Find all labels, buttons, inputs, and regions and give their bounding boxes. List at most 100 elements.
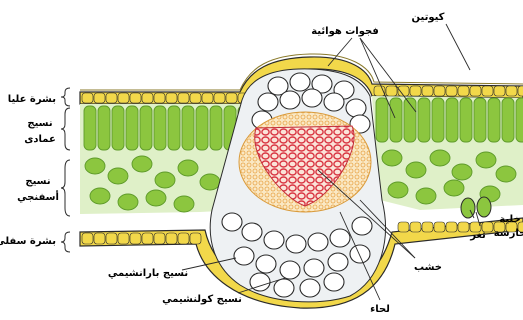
epidermis-cell [190, 93, 201, 103]
label-spongy-line1: نسيج [25, 176, 50, 187]
epidermis-cell [422, 222, 433, 232]
palisade-cell [196, 106, 208, 150]
palisade-cell [154, 106, 166, 150]
palisade-cell [418, 98, 430, 142]
palisade-cell [98, 106, 110, 150]
label-palisade-line2: عمادى [24, 134, 56, 145]
spongy-cell [90, 188, 110, 204]
spongy-cell [118, 194, 138, 210]
epidermis-cell [458, 222, 469, 232]
palisade-cell [432, 98, 444, 142]
parenchyma-cell [280, 261, 300, 279]
parenchyma-cell [304, 259, 324, 277]
epidermis-cell [178, 233, 189, 244]
label-parenchyma: نسيج بارانشيمي [108, 268, 188, 279]
label-spongy-line2: أسفنجي [17, 190, 59, 203]
palisade-cell [502, 98, 514, 142]
parenchyma-cell [324, 93, 344, 111]
epidermis-cell [446, 222, 457, 232]
parenchyma-cell [352, 217, 372, 235]
spongy-cell [85, 158, 105, 174]
spongy-cell [430, 150, 450, 166]
epidermis-cell [166, 233, 177, 244]
palisade-cell [488, 98, 500, 142]
epidermis-cell [82, 93, 93, 103]
parenchyma-cell [330, 229, 350, 247]
parenchyma-cell [264, 231, 284, 249]
parenchyma-cell [308, 233, 328, 251]
epidermis-cell [190, 233, 201, 244]
parenchyma-cell [280, 91, 300, 109]
palisade-cell [446, 98, 458, 142]
guard-cell-right [477, 197, 491, 217]
epidermis-cell [446, 86, 457, 96]
epidermis-cell [386, 86, 397, 96]
palisade-cell [460, 98, 472, 142]
spongy-cell [444, 180, 464, 196]
spongy-cell [406, 162, 426, 178]
palisade-cell [516, 98, 523, 142]
parenchyma-cell [328, 253, 348, 271]
spongy-cell [452, 164, 472, 180]
parenchyma-cell [300, 279, 320, 297]
spongy-cell [382, 150, 402, 166]
epidermis-cell [154, 93, 165, 103]
palisade-cell [112, 106, 124, 150]
brace-markers [61, 88, 70, 252]
spongy-cell [178, 160, 198, 176]
parenchyma-cell [346, 99, 366, 117]
epidermis-cell [94, 233, 105, 244]
parenchyma-cell [258, 93, 278, 111]
palisade-cell [210, 106, 222, 150]
label-cuticle: كيوتين [411, 12, 444, 23]
epidermis-cell [422, 86, 433, 96]
palisade-cell [390, 98, 402, 142]
parenchyma-cell [242, 223, 262, 241]
spongy-cell [146, 190, 166, 206]
palisade-cell [84, 106, 96, 150]
epidermis-cell [130, 93, 141, 103]
epidermis-cell [106, 93, 117, 103]
palisade-cell [474, 98, 486, 142]
palisade-cell [140, 106, 152, 150]
epidermis-cell [130, 233, 141, 244]
spongy-cell [108, 168, 128, 184]
epidermis-cell [142, 233, 153, 244]
parenchyma-cell [234, 247, 254, 265]
label-stoma: ثغر [469, 230, 486, 241]
spongy-cell [200, 174, 220, 190]
epidermis-cell [482, 86, 493, 96]
epidermis-cell [506, 86, 517, 96]
parenchyma-cell [274, 279, 294, 297]
epidermis-cell [94, 93, 105, 103]
parenchyma-cell [290, 73, 310, 91]
spongy-cell [388, 182, 408, 198]
parenchyma-cell [222, 213, 242, 231]
spongy-cell [416, 188, 436, 204]
parenchyma-cell [324, 273, 344, 291]
spongy-cell [174, 196, 194, 212]
spongy-cell [496, 166, 516, 182]
epidermis-cell [434, 86, 445, 96]
epidermis-cell [410, 86, 421, 96]
spongy-cell [476, 152, 496, 168]
epidermis-cell [458, 86, 469, 96]
epidermis-cell [398, 222, 409, 232]
palisade-cell [168, 106, 180, 150]
spongy-cell [155, 172, 175, 188]
palisade-cell [126, 106, 138, 150]
label-palisade-line1: نسيج [27, 118, 52, 129]
label-phloem: لحاء [370, 304, 390, 315]
epidermis-cell [178, 93, 189, 103]
epidermis-cell [470, 86, 481, 96]
parenchyma-cell [302, 89, 322, 107]
epidermis-cell [518, 86, 523, 96]
epidermis-cell [154, 233, 165, 244]
label-air-spaces: فجوات هوائية [311, 26, 379, 37]
palisade-cell [376, 98, 388, 142]
epidermis-cell [202, 93, 213, 103]
parenchyma-cell [350, 245, 370, 263]
epidermis-cell [410, 222, 421, 232]
label-lower-epidermis: بشرة سفلى [0, 236, 56, 247]
